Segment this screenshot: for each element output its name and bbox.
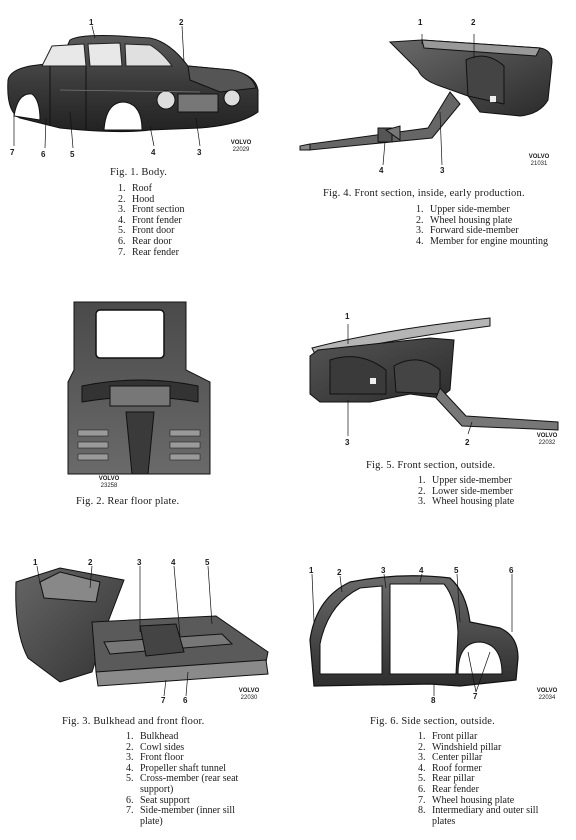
callout-label: 4: [171, 558, 176, 567]
list-item: 6.Seat support: [126, 794, 190, 806]
list-item: 3.Front floor: [126, 752, 184, 764]
callout-label: 4: [151, 148, 156, 157]
list-item: 7.Wheel housing plate: [418, 794, 515, 806]
callout-label: 2: [471, 18, 476, 27]
callout-label: 5: [454, 566, 459, 575]
list-item: 5.Front door: [118, 225, 175, 237]
list-item: 6.Rear fender: [418, 783, 479, 795]
list-item: 5.Rear pillar: [418, 773, 475, 785]
list-item: 2.Hood: [118, 193, 155, 205]
callout-label: 3: [197, 148, 202, 157]
callout-label: 1: [418, 18, 423, 27]
callout-label: 6: [509, 566, 514, 575]
callout-label: 3: [381, 566, 386, 575]
bulkhead-front-floor-illustration: [15, 565, 269, 697]
parts-list: 1.Front pillar 2.Windshield pillar 3.Cen…: [418, 731, 550, 827]
list-item: 2.Cowl sides: [126, 741, 185, 753]
list-item: 2.Windshield pillar: [418, 741, 502, 753]
parts-list: 1.Bulkhead 2.Cowl sides 3.Front floor 4.…: [126, 731, 258, 827]
callout-label: 2: [88, 558, 93, 567]
callout-label: 1: [89, 18, 94, 27]
list-item: 1.Upper side-member: [416, 204, 510, 215]
callout-label: 2: [465, 438, 470, 447]
list-item: 1.Bulkhead: [126, 731, 179, 742]
callout-label: 4: [379, 166, 384, 175]
list-item: 3.Wheel housing plate: [418, 496, 515, 508]
list-item: 4.Roof former: [418, 762, 482, 774]
list-item: 2.Lower side-member: [418, 485, 513, 497]
parts-list: 1.Upper side-member 2.Wheel housing plat…: [416, 204, 549, 247]
callout-label: 2: [179, 18, 184, 27]
parts-list: 1.Roof 2.Hood 3.Front section 4.Front fe…: [118, 183, 185, 258]
callout-label: 1: [345, 312, 350, 321]
list-item: 1.Upper side-member: [418, 475, 512, 486]
front-section-outside-illustration: [309, 317, 559, 436]
callout-label: 3: [440, 166, 445, 175]
figure-caption: Fig. 5. Front section, outside.: [366, 460, 496, 471]
figure-caption: Fig. 4. Front section, inside, early pro…: [323, 188, 525, 199]
callout-label: 8: [431, 696, 436, 705]
parts-list: 1.Upper side-member 2.Lower side-member …: [418, 475, 515, 508]
callout-label: 3: [137, 558, 142, 567]
callout-label: 6: [41, 150, 46, 159]
list-item: 1.Roof: [118, 183, 152, 194]
list-item: 6.Rear door: [118, 235, 172, 247]
callout-label: 6: [183, 696, 188, 705]
callout-label: 2: [337, 568, 342, 577]
car-body-illustration: [7, 25, 259, 149]
list-item: 4.Member for engine mounting: [416, 235, 549, 247]
list-item: 8.Intermediary and outer sill plates: [418, 805, 539, 827]
list-item: 7.Rear fender: [118, 246, 179, 258]
list-item: 3.Center pillar: [418, 752, 483, 764]
callout-label: 5: [205, 558, 210, 567]
callout-label: 5: [70, 150, 75, 159]
figure-caption: Fig. 6. Side section, outside.: [370, 716, 495, 727]
list-item: 7.Side-member (inner sill plate): [126, 805, 235, 827]
list-item: 4.Front fender: [118, 214, 182, 226]
figure-caption: Fig. 2. Rear floor plate.: [76, 496, 180, 507]
callout-label: 7: [10, 148, 15, 157]
list-item: 1.Front pillar: [418, 731, 478, 742]
figure-caption: Fig. 3. Bulkhead and front floor.: [62, 716, 205, 727]
callout-label: 1: [309, 566, 314, 575]
list-item: 4.Propeller shaft tunnel: [126, 762, 227, 774]
callout-label: 7: [473, 692, 478, 701]
callout-label: 3: [345, 438, 350, 447]
figure-caption: Fig. 1. Body.: [110, 167, 168, 178]
callout-label: 7: [161, 696, 166, 705]
callout-label: 4: [419, 566, 424, 575]
front-section-inside-illustration: [299, 34, 553, 166]
side-section-outside-illustration: [309, 573, 519, 696]
list-item: 5.Cross-member (rear seat support): [126, 773, 239, 795]
list-item: 3.Front section: [118, 204, 185, 216]
rear-floor-plate-illustration: [67, 301, 211, 475]
list-item: 2.Wheel housing plate: [416, 214, 513, 226]
callout-label: 1: [33, 558, 38, 567]
list-item: 3.Forward side-member: [416, 225, 519, 237]
